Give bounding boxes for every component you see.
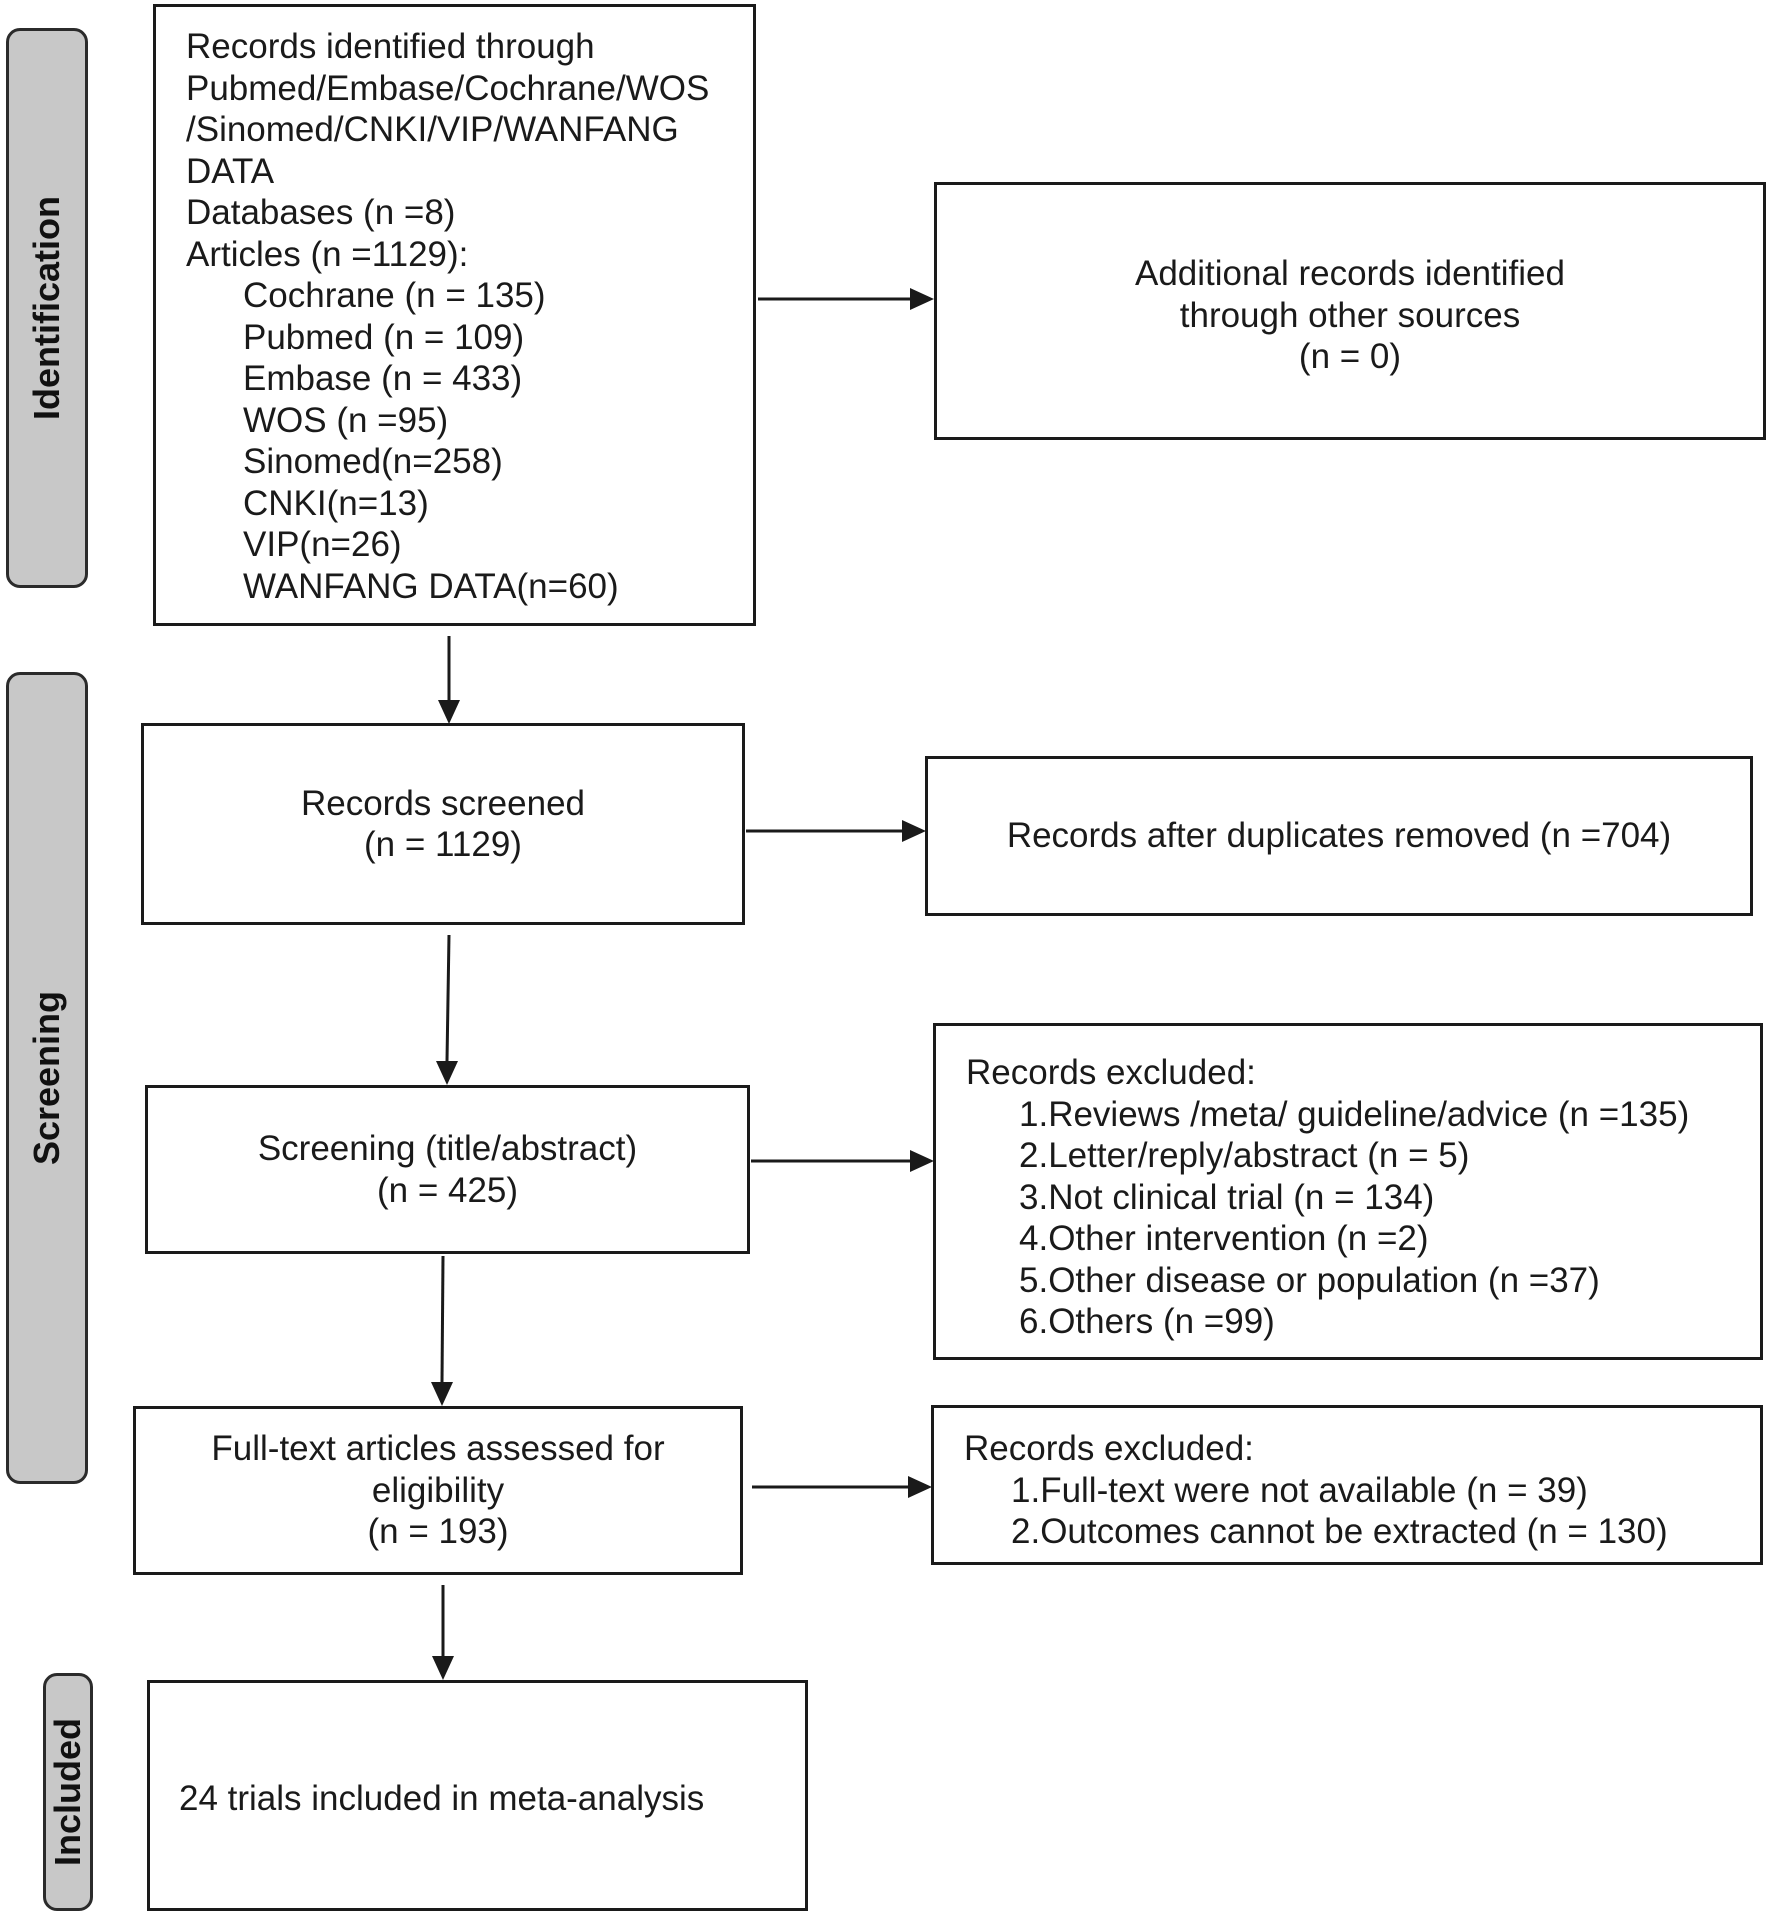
identification-line: Records identified through: [186, 27, 595, 66]
exclusion-reason: 4.Other intervention (n =2): [1019, 1219, 1429, 1258]
additional-records-line: Additional records identified: [1135, 254, 1565, 293]
source-item: Pubmed (n = 109): [243, 317, 525, 357]
arrowhead: [431, 1382, 453, 1406]
records-excluded-box-1: Records excluded: 1.Reviews /meta/ guide…: [933, 1023, 1763, 1360]
identification-box: Records identified through Pubmed/Embase…: [153, 4, 756, 626]
source-item: VIP(n=26): [243, 525, 402, 564]
duplicates-removed-text: Records after duplicates removed (n =704…: [1006, 816, 1672, 856]
source-item: WANFANG DATA(n=60): [243, 566, 619, 606]
exclusion-reason: 3.Not clinical trial (n = 134): [1019, 1177, 1435, 1217]
source-item: WOS (n =95): [243, 400, 449, 440]
duplicates-removed-box: Records after duplicates removed (n =704…: [925, 756, 1753, 916]
exclusion-reason: 5.Other disease or population (n =37): [1019, 1260, 1600, 1300]
identification-line: Pubmed/Embase/Cochrane/WOS: [186, 68, 710, 108]
source-item: CNKI(n=13): [243, 483, 429, 523]
phase-screening: Screening: [6, 672, 88, 1484]
records-screened-label: Records screened: [300, 783, 586, 823]
full-text-assessed-box: Full-text articles assessed for eligibil…: [133, 1406, 743, 1575]
exclusion-reason: 1.Reviews /meta/ guideline/advice (n =13…: [1019, 1094, 1690, 1134]
arrow-to-title-abstract: [445, 934, 451, 1062]
phase-identification: Identification: [6, 28, 88, 588]
source-item: Cochrane (n = 135): [243, 276, 546, 315]
source-item: Sinomed(n=258): [243, 442, 503, 481]
exclusion-reason: 1.Full-text were not available (n = 39): [1011, 1470, 1588, 1510]
arrowhead: [432, 1656, 454, 1680]
additional-records-count: (n = 0): [1298, 337, 1402, 376]
phase-included: Included: [43, 1673, 93, 1911]
title-abstract-count: (n = 425): [376, 1170, 519, 1210]
additional-records-box: Additional records identified through ot…: [934, 182, 1766, 440]
arrowhead: [908, 1476, 932, 1498]
records-excluded-heading: Records excluded:: [964, 1429, 1254, 1468]
full-text-count: (n = 193): [367, 1512, 509, 1552]
exclusion-reason: 2.Letter/reply/abstract (n = 5): [1019, 1136, 1470, 1175]
exclusion-reason: 2.Outcomes cannot be extracted (n = 130): [1011, 1512, 1668, 1551]
arrowhead: [910, 288, 934, 310]
arrowhead: [438, 700, 460, 724]
title-abstract-label: Screening (title/abstract): [257, 1129, 638, 1168]
source-item: Embase (n = 433): [243, 359, 523, 398]
records-screened-count: (n = 1129): [364, 825, 522, 864]
additional-records-line: through other sources: [1179, 295, 1521, 335]
included-box: 24 trials included in meta-analysis: [147, 1680, 808, 1911]
articles-count: Articles (n =1129):: [186, 234, 469, 274]
exclusion-reason: 6.Others (n =99): [1019, 1302, 1275, 1341]
arrow-to-full-text: [440, 1255, 445, 1383]
included-text: 24 trials included in meta-analysis: [179, 1779, 705, 1818]
full-text-line: eligibility: [371, 1470, 505, 1510]
identification-line: /Sinomed/CNKI/VIP/WANFANG: [186, 110, 679, 149]
identification-line: DATA: [186, 151, 275, 191]
arrowhead: [902, 820, 926, 842]
records-excluded-heading: Records excluded:: [966, 1053, 1256, 1092]
records-excluded-box-2: Records excluded: 1.Full-text were not a…: [931, 1405, 1763, 1565]
title-abstract-screening-box: Screening (title/abstract) (n = 425): [145, 1085, 750, 1254]
full-text-line: Full-text articles assessed for: [211, 1429, 665, 1469]
records-screened-box: Records screened (n = 1129): [141, 723, 745, 925]
arrowhead: [436, 1061, 458, 1085]
arrowhead: [910, 1150, 934, 1172]
databases-count: Databases (n =8): [186, 193, 456, 232]
